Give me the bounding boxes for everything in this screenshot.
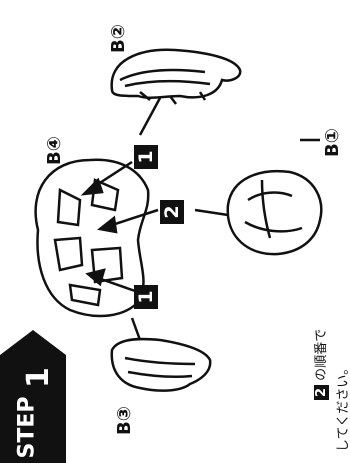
step-word: STEP — [15, 396, 40, 458]
callout-badge-1-top: 1 — [134, 145, 158, 169]
instruction-line-1-text: の順番で — [314, 329, 329, 381]
part-b2-drawing — [112, 50, 241, 104]
label-b3: B③ — [114, 406, 135, 435]
part-b1-drawing — [228, 171, 321, 254]
label-b2: B② — [108, 24, 129, 53]
label-b1: B① — [322, 128, 343, 157]
callout-badge-1-bottom: 1 — [134, 285, 158, 309]
part-b4-drawing — [36, 160, 149, 316]
label-b4: B④ — [44, 136, 65, 165]
step-number: 1 — [21, 367, 56, 388]
part-b3-drawing — [112, 339, 210, 391]
instruction-badge-2: 2 — [314, 385, 329, 400]
instruction-line-1: 2 の順番で — [310, 329, 329, 400]
instruction-line-2-text: してください。 — [336, 362, 350, 452]
callout-badge-2: 2 — [160, 200, 184, 224]
instruction-line-2: してください。 — [332, 362, 350, 452]
